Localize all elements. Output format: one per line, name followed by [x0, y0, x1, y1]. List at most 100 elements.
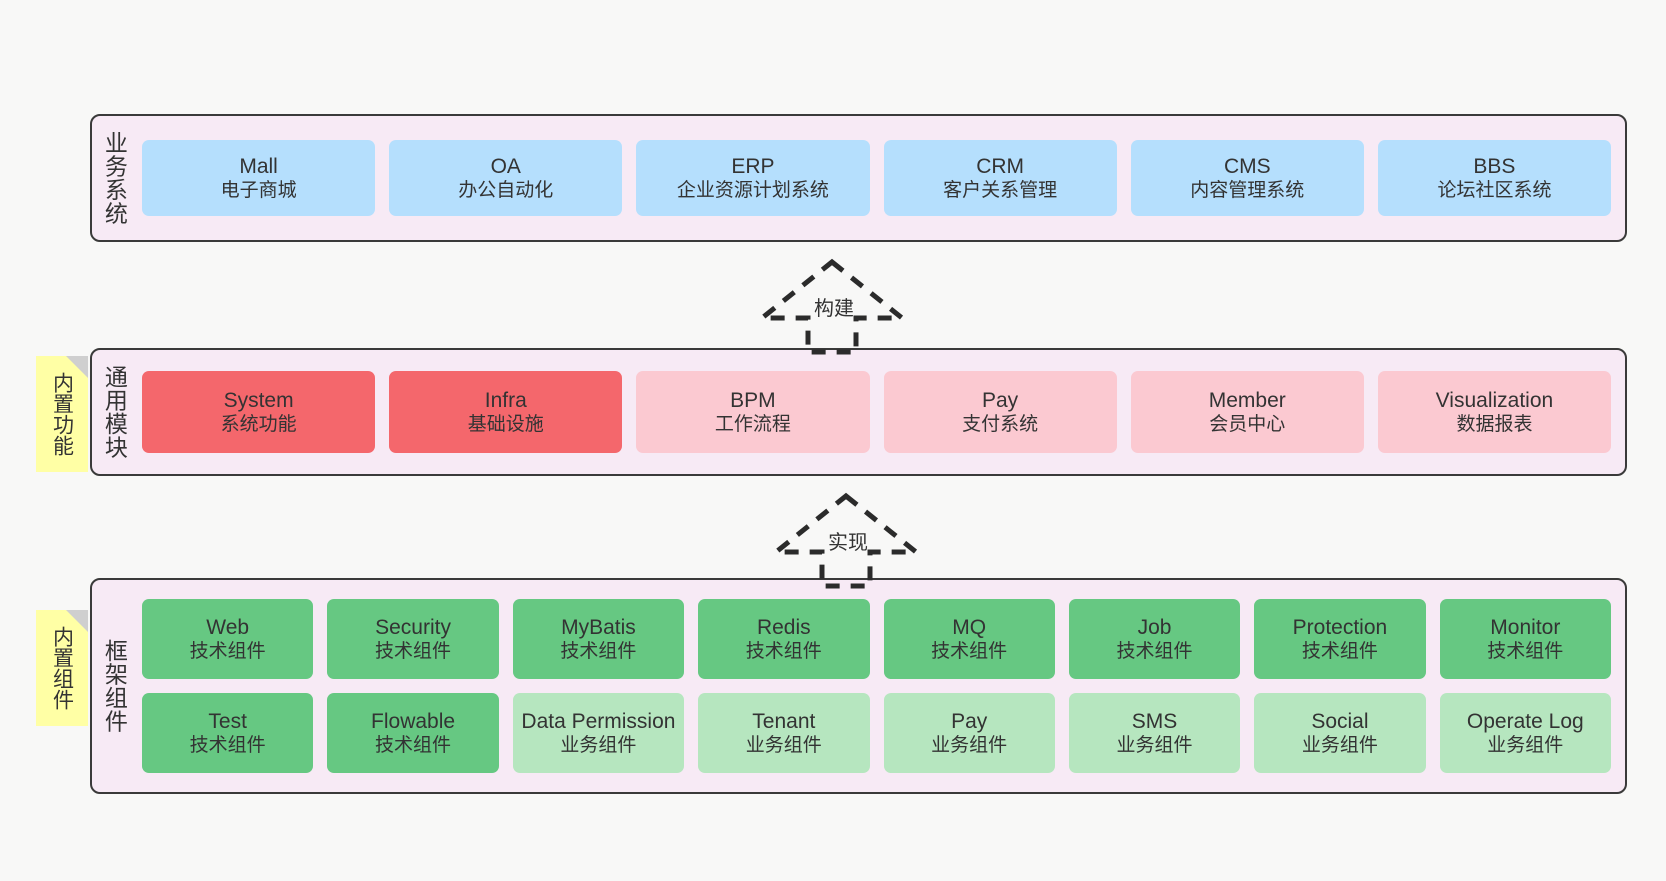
node-subtitle: 技术组件 [1116, 641, 1193, 663]
node-subtitle: 技术组件 [375, 735, 452, 757]
node-subtitle: 技术组件 [189, 641, 266, 663]
node-data-permission[interactable]: Data Permission 业务组件 [512, 693, 685, 773]
node-pay-module[interactable]: Pay 支付系统 [883, 371, 1117, 453]
node-subtitle: 内容管理系统 [1190, 180, 1305, 202]
node-title: SMS [1131, 709, 1178, 733]
node-cms[interactable]: CMS 内容管理系统 [1130, 140, 1364, 216]
sticky-note-builtin-components[interactable]: 内置组件 [36, 610, 88, 726]
node-title: Protection [1292, 615, 1388, 639]
layer-label-framework: 框架组件 [101, 639, 128, 733]
node-subtitle: 客户关系管理 [943, 180, 1058, 202]
layer-framework-components[interactable]: 框架组件 Web 技术组件 Security 技术组件 MyBatis 技术组件… [90, 578, 1627, 794]
node-job[interactable]: Job 技术组件 [1068, 599, 1241, 679]
node-title: Pay [982, 388, 1019, 412]
node-subtitle: 系统功能 [220, 414, 297, 436]
node-title: Tenant [752, 709, 816, 733]
node-subtitle: 论坛社区系统 [1437, 180, 1552, 202]
node-title: Mall [239, 154, 278, 178]
node-title: ERP [731, 154, 775, 178]
node-bbs[interactable]: BBS 论坛社区系统 [1377, 140, 1612, 216]
node-title: Web [206, 615, 250, 639]
node-title: Data Permission [521, 709, 676, 733]
node-row: Test 技术组件 Flowable 技术组件 Data Permission … [142, 693, 1611, 773]
node-title: MQ [952, 615, 987, 639]
node-subtitle: 技术组件 [560, 641, 637, 663]
node-sms[interactable]: SMS 业务组件 [1068, 693, 1241, 773]
node-subtitle: 支付系统 [962, 414, 1039, 436]
node-subtitle: 业务组件 [745, 735, 822, 757]
node-erp[interactable]: ERP 企业资源计划系统 [636, 140, 870, 216]
node-protection[interactable]: Protection 技术组件 [1254, 599, 1426, 679]
node-title: Visualization [1435, 388, 1554, 412]
node-title: CMS [1223, 154, 1271, 178]
node-subtitle: 业务组件 [1301, 735, 1378, 757]
node-subtitle: 业务组件 [1116, 735, 1193, 757]
node-subtitle: 技术组件 [931, 641, 1008, 663]
node-bpm[interactable]: BPM 工作流程 [636, 371, 870, 453]
node-infra[interactable]: Infra 基础设施 [389, 371, 623, 453]
node-title: Pay [951, 709, 988, 733]
node-web[interactable]: Web 技术组件 [142, 599, 314, 679]
layer-body-common: System 系统功能 Infra 基础设施 BPM 工作流程 Pay 支付系统… [136, 350, 1625, 474]
node-redis[interactable]: Redis 技术组件 [698, 599, 870, 679]
node-subtitle: 基础设施 [467, 414, 544, 436]
layer-label-common: 通用模块 [101, 365, 128, 459]
node-title: Redis [756, 615, 811, 639]
sticky-fold-icon [66, 610, 88, 632]
connector-build: 构建 [752, 256, 912, 356]
node-visualization[interactable]: Visualization 数据报表 [1377, 371, 1612, 453]
node-subtitle: 技术组件 [745, 641, 822, 663]
node-title: System [223, 388, 294, 412]
node-row: Mall 电子商城 OA 办公自动化 ERP 企业资源计划系统 CRM 客户关系… [142, 140, 1612, 216]
node-title: Infra [484, 388, 527, 412]
node-oa[interactable]: OA 办公自动化 [389, 140, 623, 216]
layer-business-systems[interactable]: 业务系统 Mall 电子商城 OA 办公自动化 ERP 企业资源计划系统 CRM… [90, 114, 1627, 242]
node-subtitle: 电子商城 [220, 180, 297, 202]
connector-label-implement: 实现 [828, 532, 868, 554]
node-pay-component[interactable]: Pay 业务组件 [883, 693, 1055, 773]
node-system[interactable]: System 系统功能 [142, 371, 376, 453]
node-title: Monitor [1490, 615, 1561, 639]
layer-label-business: 业务系统 [101, 131, 128, 225]
sticky-note-label: 内置功能 [50, 372, 74, 456]
layer-body-business: Mall 电子商城 OA 办公自动化 ERP 企业资源计划系统 CRM 客户关系… [136, 116, 1625, 240]
node-subtitle: 业务组件 [560, 735, 637, 757]
node-title: BBS [1473, 154, 1516, 178]
node-subtitle: 业务组件 [931, 735, 1008, 757]
node-title: Flowable [371, 709, 456, 733]
node-subtitle: 技术组件 [189, 735, 266, 757]
node-subtitle: 企业资源计划系统 [676, 180, 829, 202]
node-title: MyBatis [561, 615, 636, 639]
sticky-note-label: 内置组件 [50, 626, 74, 710]
node-monitor[interactable]: Monitor 技术组件 [1439, 599, 1611, 679]
node-member[interactable]: Member 会员中心 [1130, 371, 1364, 453]
node-title: BPM [730, 388, 776, 412]
node-mall[interactable]: Mall 电子商城 [142, 140, 376, 216]
node-title: Social [1311, 709, 1369, 733]
node-subtitle: 数据报表 [1456, 414, 1533, 436]
node-title: Job [1137, 615, 1172, 639]
node-subtitle: 会员中心 [1209, 414, 1286, 436]
node-test[interactable]: Test 技术组件 [142, 693, 314, 773]
node-subtitle: 业务组件 [1487, 735, 1564, 757]
layer-common-modules[interactable]: 通用模块 System 系统功能 Infra 基础设施 BPM 工作流程 Pay… [90, 348, 1627, 476]
node-row: System 系统功能 Infra 基础设施 BPM 工作流程 Pay 支付系统… [142, 371, 1612, 453]
node-social[interactable]: Social 业务组件 [1254, 693, 1426, 773]
node-mybatis[interactable]: MyBatis 技术组件 [512, 599, 685, 679]
node-flowable[interactable]: Flowable 技术组件 [327, 693, 499, 773]
node-title: Security [375, 615, 451, 639]
connector-label-build: 构建 [814, 298, 854, 320]
node-crm[interactable]: CRM 客户关系管理 [883, 140, 1117, 216]
node-subtitle: 技术组件 [1487, 641, 1564, 663]
sticky-note-builtin-features[interactable]: 内置功能 [36, 356, 88, 472]
node-row: Web 技术组件 Security 技术组件 MyBatis 技术组件 Redi… [142, 599, 1611, 679]
node-subtitle: 技术组件 [375, 641, 452, 663]
sticky-fold-icon [66, 356, 88, 378]
node-tenant[interactable]: Tenant 业务组件 [698, 693, 870, 773]
node-operate-log[interactable]: Operate Log 业务组件 [1439, 693, 1611, 773]
connector-implement: 实现 [766, 490, 926, 590]
node-mq[interactable]: MQ 技术组件 [883, 599, 1055, 679]
node-title: CRM [976, 154, 1025, 178]
node-security[interactable]: Security 技术组件 [327, 599, 499, 679]
